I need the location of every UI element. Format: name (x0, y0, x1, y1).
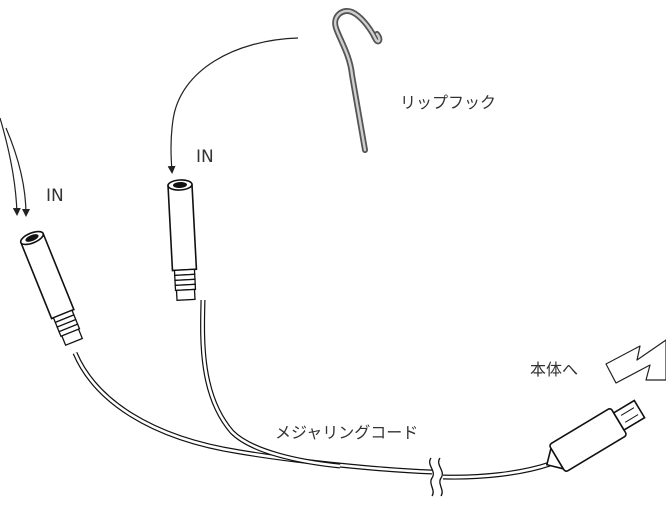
arrows-to-left-jack (0, 117, 30, 217)
label-to-main-unit: 本体へ (530, 360, 578, 379)
input-jack-left (19, 230, 84, 347)
lip-hook-image (332, 8, 383, 153)
cable-right-inner (201, 299, 341, 468)
main-unit-connector (545, 399, 646, 472)
arrow-to-main-unit (605, 339, 666, 384)
arrow-hook-to-right-jack (167, 37, 299, 174)
label-input-right: IN (196, 147, 214, 167)
label-input-left: IN (46, 186, 64, 206)
cable-left-inner (73, 352, 433, 474)
jack-left-grip (52, 309, 84, 347)
input-jack-right (167, 179, 198, 301)
label-measuring-cord: メジャリングコード (275, 423, 418, 442)
cable-main-inner (442, 462, 551, 479)
cable-break-mark (429, 457, 443, 497)
label-lip-hook: リップフック (400, 93, 496, 112)
jack-right-grip (173, 268, 197, 301)
